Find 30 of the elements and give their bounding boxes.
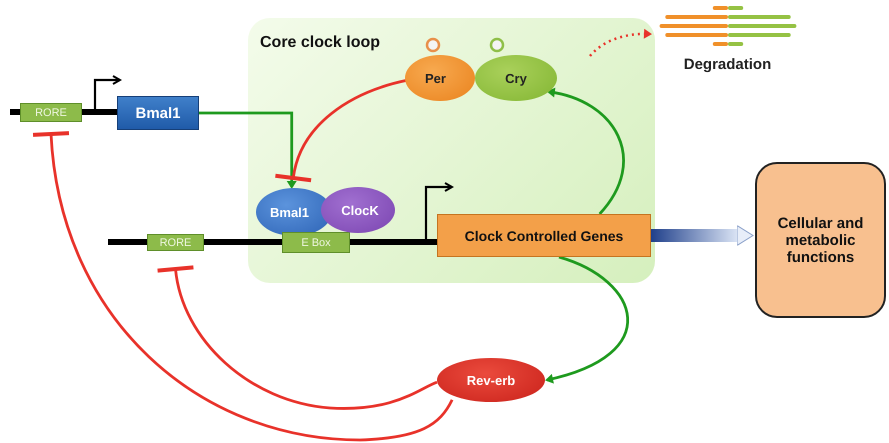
node-label: ClocK [341,202,379,218]
protein-ellipse [475,55,557,101]
node-label: Per [425,70,446,86]
core-loop-region [248,18,655,283]
arrow [545,256,629,384]
node-label: E Box [301,236,331,248]
region-title: Core clock loop [260,34,380,52]
node-label: RORE [35,106,67,118]
arrow [589,28,652,57]
promoter-element-box [147,234,204,251]
node-label: Cry [505,70,527,86]
inhibition-line [275,78,408,184]
promoter-element-box [282,232,350,253]
node-label: Bmal1 [270,204,310,220]
node-label: Bmal1 [135,104,181,122]
node-label: Rev-erb [466,372,516,388]
arrow [546,88,625,215]
node-caption: Degradation [684,56,772,73]
node-label: RORE [160,236,192,248]
inhibition-line [157,264,438,410]
inhibition-line [32,130,454,442]
gene-box [117,96,199,130]
outcome-box [755,162,886,318]
node-label: Cellular and metabolic functions [776,214,864,266]
promoter-element-box [20,103,82,122]
node-label: Clock Controlled Genes [464,228,624,244]
protein-ellipse [321,187,395,233]
arrow [199,112,297,189]
gene-box [437,214,651,257]
arrow [651,225,754,246]
